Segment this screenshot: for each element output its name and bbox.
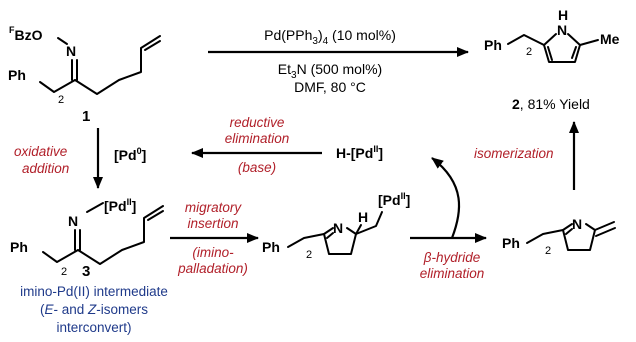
pd0-species: [Pd0] bbox=[114, 146, 146, 163]
hydride-release-curved-arrow bbox=[431, 157, 461, 239]
methyl-bond bbox=[579, 39, 599, 46]
compound-3-structure: [PdII] N Ph 2 3 bbox=[10, 197, 164, 280]
intermediate-note-line-3: interconvert) bbox=[56, 320, 131, 335]
phenyl-label: Ph bbox=[502, 235, 520, 251]
catalyst-label: Pd(PPh3)4 (10 mol%) bbox=[264, 27, 396, 47]
nh-label: H bbox=[558, 7, 568, 23]
ethylene-subscript: 2 bbox=[545, 245, 551, 257]
oxidative-addition-line-2: addition bbox=[22, 161, 69, 176]
n-atom-label: N bbox=[572, 216, 582, 232]
intermediate-note: imino-Pd(II) intermediate (E- and Z-isom… bbox=[20, 284, 168, 335]
compound-2-structure: Ph 2 N H Me 2, 81% Yield bbox=[484, 7, 620, 112]
base-note: (base) bbox=[238, 160, 276, 175]
ethylene-subscript: 2 bbox=[306, 249, 312, 261]
pentenyl-chain bbox=[77, 205, 164, 265]
pyrrole-double-bonds bbox=[547, 46, 577, 61]
base-label: Et3N (500 mol%) bbox=[278, 61, 382, 81]
reductive-elimination-line-2: elimination bbox=[225, 131, 290, 146]
reductive-elimination-line-1: reductive bbox=[230, 115, 285, 130]
phenethyl-chain bbox=[507, 34, 545, 46]
phenyl-label: Ph bbox=[262, 239, 280, 255]
ethylene-subscript: 2 bbox=[58, 94, 64, 106]
terminal-alkene-bond bbox=[147, 210, 164, 221]
compound-1-structure: FBzO N Ph 2 1 bbox=[8, 25, 161, 125]
phenyl-label: Ph bbox=[8, 67, 26, 83]
migratory-insertion-line-1: migratory bbox=[185, 200, 243, 215]
methyl-label: Me bbox=[600, 31, 620, 47]
terminal-alkene-bond bbox=[144, 40, 161, 51]
intermediate-note-line-2: (E- and Z-isomers bbox=[40, 302, 148, 317]
compound-1-number: 1 bbox=[82, 108, 90, 125]
migratory-insertion-line-2: insertion bbox=[187, 216, 238, 231]
oxidative-addition-line-1: oxidative bbox=[14, 144, 67, 159]
h-atom-label: H bbox=[358, 209, 368, 225]
n-atom-label: N bbox=[333, 220, 343, 236]
imine-double-bond bbox=[74, 229, 81, 251]
pentenyl-chain bbox=[74, 35, 161, 95]
c-h-bond bbox=[355, 224, 362, 235]
pyrrole-n-label: N bbox=[557, 22, 567, 38]
beta-hydride-line-1: β-hydride bbox=[423, 250, 481, 265]
alkyl-pd-intermediate-structure: Ph 2 N H [PdII] bbox=[262, 191, 410, 261]
pyrrole-ring bbox=[543, 33, 581, 63]
intermediate-note-line-1: imino-Pd(II) intermediate bbox=[20, 284, 168, 299]
phenethyl-chain bbox=[287, 233, 325, 248]
compound-3-number: 3 bbox=[82, 263, 90, 280]
pyrroline-ring bbox=[323, 227, 357, 255]
phenyl-label: Ph bbox=[10, 239, 28, 255]
imino-palladation-line-2: palladation) bbox=[177, 261, 248, 276]
n-pd-bond bbox=[86, 202, 104, 213]
ethylene-subscript: 2 bbox=[526, 46, 532, 58]
phenethyl-chain bbox=[39, 79, 76, 93]
imino-palladation-line-1: (imino- bbox=[192, 245, 234, 260]
solvent-temperature-label: DMF, 80 °C bbox=[294, 79, 366, 95]
c-n-double-bond bbox=[565, 228, 573, 235]
pd-ii-label: [PdII] bbox=[378, 191, 410, 208]
ch2-pd-bond bbox=[355, 211, 383, 235]
phenethyl-chain bbox=[526, 229, 564, 244]
ethylene-subscript: 2 bbox=[61, 266, 67, 278]
c-n-double-bond bbox=[326, 232, 334, 239]
isomerization-label: isomerization bbox=[474, 146, 554, 161]
yield-label: 2, 81% Yield bbox=[512, 96, 590, 112]
n-atom-label: N bbox=[66, 43, 76, 59]
beta-hydride-line-2: elimination bbox=[420, 266, 485, 281]
h-pd-species: H-[PdII] bbox=[336, 144, 383, 161]
n-atom-label: N bbox=[68, 213, 78, 229]
phenyl-label: Ph bbox=[484, 37, 502, 53]
pd-ii-label: [PdII] bbox=[104, 197, 136, 214]
exocyclic-methylene bbox=[594, 221, 616, 237]
o-n-bond bbox=[57, 37, 68, 45]
exocyclic-imine-structure: Ph 2 N bbox=[502, 216, 616, 257]
oxime-ester-label: FBzO bbox=[9, 25, 43, 43]
phenethyl-chain bbox=[42, 249, 79, 263]
imine-double-bond bbox=[71, 59, 78, 81]
pyrroline-ring bbox=[562, 223, 596, 251]
